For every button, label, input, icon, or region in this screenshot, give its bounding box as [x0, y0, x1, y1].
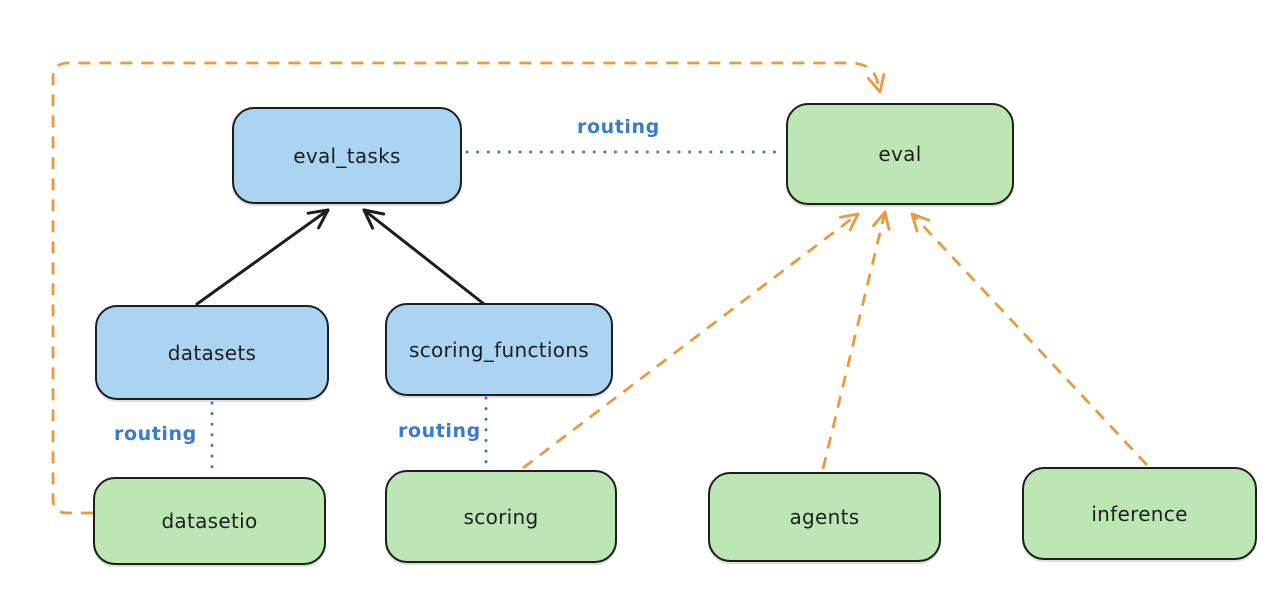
- edge-scoring-functions-to-eval-tasks: [362, 208, 486, 306]
- edge-scoring-to-eval: [522, 212, 860, 470]
- node-scoring: scoring: [385, 470, 617, 563]
- edge-agents-to-eval: [821, 210, 891, 470]
- node-eval-tasks-label: eval_tasks: [293, 143, 401, 168]
- node-agents: agents: [708, 472, 941, 562]
- node-inference: inference: [1022, 467, 1257, 560]
- node-scoring-functions-label: scoring_functions: [408, 337, 590, 362]
- node-datasetio: datasetio: [93, 477, 326, 565]
- routing-label-scoring-functions-scoring: routing: [398, 420, 481, 442]
- routing-label-datasets-datasetio: routing: [114, 423, 197, 445]
- node-eval: eval: [786, 103, 1014, 205]
- node-scoring-label: scoring: [463, 504, 539, 529]
- node-datasets-label: datasets: [167, 340, 257, 365]
- edge-datasets-to-eval-tasks: [195, 208, 330, 306]
- node-datasetio-label: datasetio: [161, 509, 258, 533]
- node-datasets: datasets: [95, 305, 329, 400]
- node-eval-tasks: eval_tasks: [232, 107, 462, 204]
- edge-inference-to-eval: [910, 212, 1149, 466]
- node-eval-label: eval: [878, 142, 922, 166]
- edge-datasetio-to-eval: [51, 61, 886, 515]
- node-agents-label: agents: [789, 505, 860, 529]
- node-scoring-functions: scoring_functions: [385, 303, 613, 396]
- routing-label-eval-tasks-eval: routing: [577, 116, 660, 138]
- node-inference-label: inference: [1091, 501, 1188, 526]
